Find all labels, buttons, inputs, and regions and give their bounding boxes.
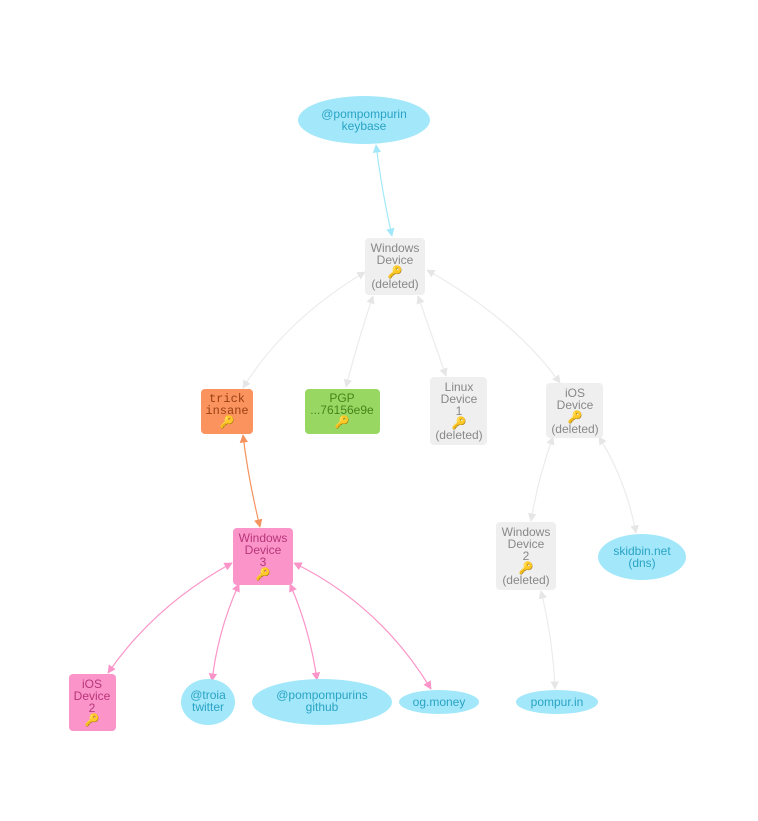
node-ios-device-2-line2: Device <box>74 689 111 703</box>
node-skidbin[interactable]: skidbin.net (dns) <box>598 534 686 580</box>
key-icon: 🔑 <box>220 414 235 429</box>
key-icon: 🔑 <box>85 712 100 727</box>
node-windows-device-2-line2: Device <box>508 537 545 551</box>
node-windows-device-2-line1: Windows <box>502 525 551 539</box>
node-ogmoney-shape <box>399 690 479 714</box>
key-icon: 🔑 <box>568 409 583 424</box>
node-linux-device-line2: Device <box>441 392 478 406</box>
node-pgp-shape <box>305 389 380 434</box>
node-keybase-shape <box>298 96 430 144</box>
node-keybase-line2: keybase <box>342 119 387 133</box>
node-ios-device-1-shape <box>546 383 603 438</box>
edge-windows3-ogmoney <box>293 562 432 690</box>
edge-windows2-pompur <box>538 590 559 690</box>
node-twitter[interactable]: @troia twitter <box>181 679 235 725</box>
edge-windows1-ios1 <box>426 269 561 384</box>
node-twitter-line1: @troia <box>190 688 226 702</box>
edge-ios1-windows2 <box>528 436 555 522</box>
edge-windows1-paperkey <box>242 271 366 389</box>
node-windows-device-1-status: (deleted) <box>371 277 418 291</box>
node-windows-device-3-line2: Device <box>245 543 282 557</box>
node-pgp-line1: PGP <box>329 391 354 405</box>
node-windows-device-2-status: (deleted) <box>502 573 549 587</box>
edge-windows3-ios2 <box>107 562 233 674</box>
edge-keybase-windows1 <box>372 144 395 237</box>
edge-ios1-skidbin <box>598 436 639 534</box>
node-linux-device-shape <box>430 377 487 445</box>
node-linux-device-status: (deleted) <box>435 428 482 442</box>
node-ios-device-2-line3: 2 <box>89 701 96 715</box>
node-keybase-line1: @pompompurin <box>321 107 407 121</box>
node-windows-device-2-shape <box>496 522 556 590</box>
node-paperkey-shape <box>201 389 253 434</box>
node-windows-device-3[interactable]: Windows Device 3 🔑 <box>233 528 293 585</box>
node-linux-device[interactable]: Linux Device 1 🔑 (deleted) <box>430 377 487 445</box>
key-icon: 🔑 <box>335 414 350 429</box>
node-skidbin-line1: skidbin.net <box>613 544 671 558</box>
node-pompur-line1: pompur.in <box>531 695 584 709</box>
node-windows-device-1-shape <box>365 238 425 295</box>
node-skidbin-shape <box>598 534 686 580</box>
node-windows-device-3-line3: 3 <box>260 555 267 569</box>
key-icon: 🔑 <box>452 415 467 430</box>
node-github-line2: github <box>306 700 339 714</box>
edge-windows3-twitter <box>208 583 240 682</box>
node-windows-device-2-line3: 2 <box>523 549 530 563</box>
edge-windows3-github <box>289 583 321 681</box>
node-paperkey[interactable]: trick insane 🔑 <box>201 389 253 434</box>
node-pompur[interactable]: pompur.in <box>516 690 598 714</box>
node-linux-device-line1: Linux <box>445 380 474 394</box>
key-icon: 🔑 <box>388 264 403 279</box>
node-ios-device-2-shape <box>69 674 116 731</box>
node-pgp[interactable]: PGP ...76156e9e 🔑 <box>305 389 380 434</box>
node-twitter-line2: twitter <box>192 700 224 714</box>
node-windows-device-3-shape <box>233 528 293 585</box>
node-ios-device-2[interactable]: iOS Device 2 🔑 <box>69 674 116 731</box>
key-icon: 🔑 <box>256 566 271 581</box>
node-ogmoney-line1: og.money <box>413 695 466 709</box>
node-windows-device-1-line2: Device <box>377 253 414 267</box>
edge-paperkey-windows3 <box>239 434 263 528</box>
edge-windows1-pgp <box>343 295 375 388</box>
node-pompur-shape <box>516 690 598 714</box>
node-ios-device-1-line1: iOS <box>565 386 585 400</box>
node-linux-device-line3: 1 <box>456 404 463 418</box>
node-twitter-shape <box>181 679 235 725</box>
node-windows-device-3-line1: Windows <box>239 531 288 545</box>
node-github-shape <box>252 679 392 725</box>
node-windows-device-1-line1: Windows <box>371 241 420 255</box>
node-keybase[interactable]: @pompompurin keybase <box>298 96 430 144</box>
node-skidbin-line2: (dns) <box>628 556 655 570</box>
node-ogmoney[interactable]: og.money <box>399 690 479 714</box>
edge-windows1-linux <box>416 295 448 377</box>
node-windows-device-2[interactable]: Windows Device 2 🔑 (deleted) <box>496 522 556 590</box>
node-paperkey-line2: insane <box>205 404 248 418</box>
key-icon: 🔑 <box>519 560 534 575</box>
node-github-line1: @pompompurins <box>276 688 368 702</box>
node-github[interactable]: @pompompurins github <box>252 679 392 725</box>
node-pgp-line2: ...76156e9e <box>310 403 374 417</box>
node-windows-device-1[interactable]: Windows Device 🔑 (deleted) <box>365 238 425 295</box>
node-ios-device-1[interactable]: iOS Device 🔑 (deleted) <box>546 383 603 438</box>
node-ios-device-2-line1: iOS <box>82 677 102 691</box>
node-paperkey-line1: trick <box>209 392 245 406</box>
node-ios-device-1-line2: Device <box>557 398 594 412</box>
edges <box>107 144 639 690</box>
node-ios-device-1-status: (deleted) <box>551 422 598 436</box>
